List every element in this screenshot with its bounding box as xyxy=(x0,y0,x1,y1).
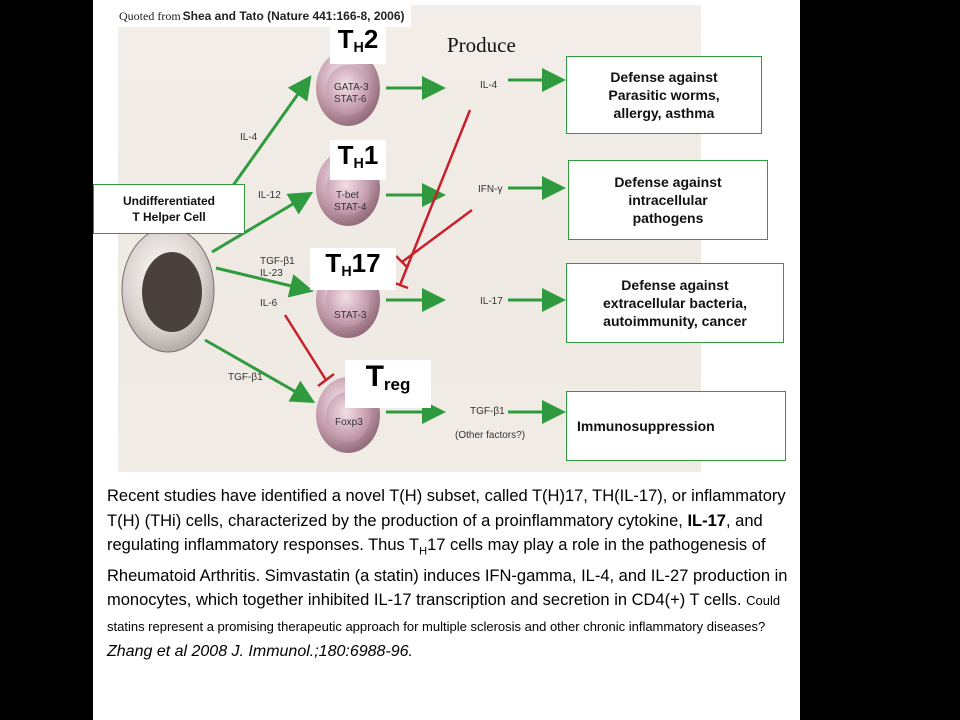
quoted-source: Shea and Tato (Nature 441:166-8, 2006) xyxy=(182,9,405,23)
label-stat6: STAT-6 xyxy=(334,94,367,105)
immunosuppression-box: Immunosuppression xyxy=(566,391,786,461)
label-tbet: T-bet xyxy=(336,190,359,201)
arrow-tgfb-in xyxy=(204,338,316,403)
inhibit-il4-th17 xyxy=(398,109,472,286)
defense-extracellular-box: Defense against extracellular bacteria, … xyxy=(566,263,784,343)
arrow-il23-in xyxy=(215,266,314,298)
inhibit-il6-treg xyxy=(283,314,328,381)
label-il17-out: IL-17 xyxy=(480,296,503,307)
description-paragraph: Recent studies have identified a novel T… xyxy=(107,487,788,661)
label-tgfb1-in: TGF-β1 xyxy=(260,256,295,267)
figure-labels: GATA-3 STAT-6 T-bet STAT-4 STAT-3 Foxp3 … xyxy=(228,80,525,441)
produce-label: Produce xyxy=(447,33,516,57)
output-arrows xyxy=(386,68,566,424)
label-il6-in: IL-6 xyxy=(260,298,278,309)
label-il4-in: IL-4 xyxy=(240,132,258,143)
label-tgfb1-out: TGF-β1 xyxy=(470,406,505,417)
label-tgfb1-treg-in: TGF-β1 xyxy=(228,372,263,383)
label-il23-in: IL-23 xyxy=(260,268,283,279)
defense-parasitic-box: Defense against Parasitic worms, allergy… xyxy=(566,56,762,134)
undifferentiated-cell xyxy=(121,227,215,353)
label-other-factors: (Other factors?) xyxy=(455,430,525,441)
inhibit-ifng-th17 xyxy=(401,208,473,264)
label-stat3: STAT-3 xyxy=(334,310,367,321)
label-il4-out: IL-4 xyxy=(480,80,498,91)
quoted-from-caption: Quoted from Shea and Tato (Nature 441:16… xyxy=(115,5,411,27)
undifferentiated-label: Undifferentiated T Helper Cell xyxy=(93,184,245,234)
quoted-prefix: Quoted from xyxy=(119,8,181,23)
label-gata3: GATA-3 xyxy=(334,82,369,93)
label-stat4: STAT-4 xyxy=(334,202,367,213)
label-il12-in: IL-12 xyxy=(258,190,281,201)
th2-cell xyxy=(316,50,380,126)
label-foxp3: Foxp3 xyxy=(335,417,363,428)
inhibition-lines xyxy=(283,109,473,387)
label-ifng-out: IFN-γ xyxy=(478,184,502,195)
arrow-il12-in xyxy=(211,191,314,254)
defense-intracellular-box: Defense against intracellular pathogens xyxy=(568,160,768,240)
input-arrows xyxy=(198,75,316,403)
